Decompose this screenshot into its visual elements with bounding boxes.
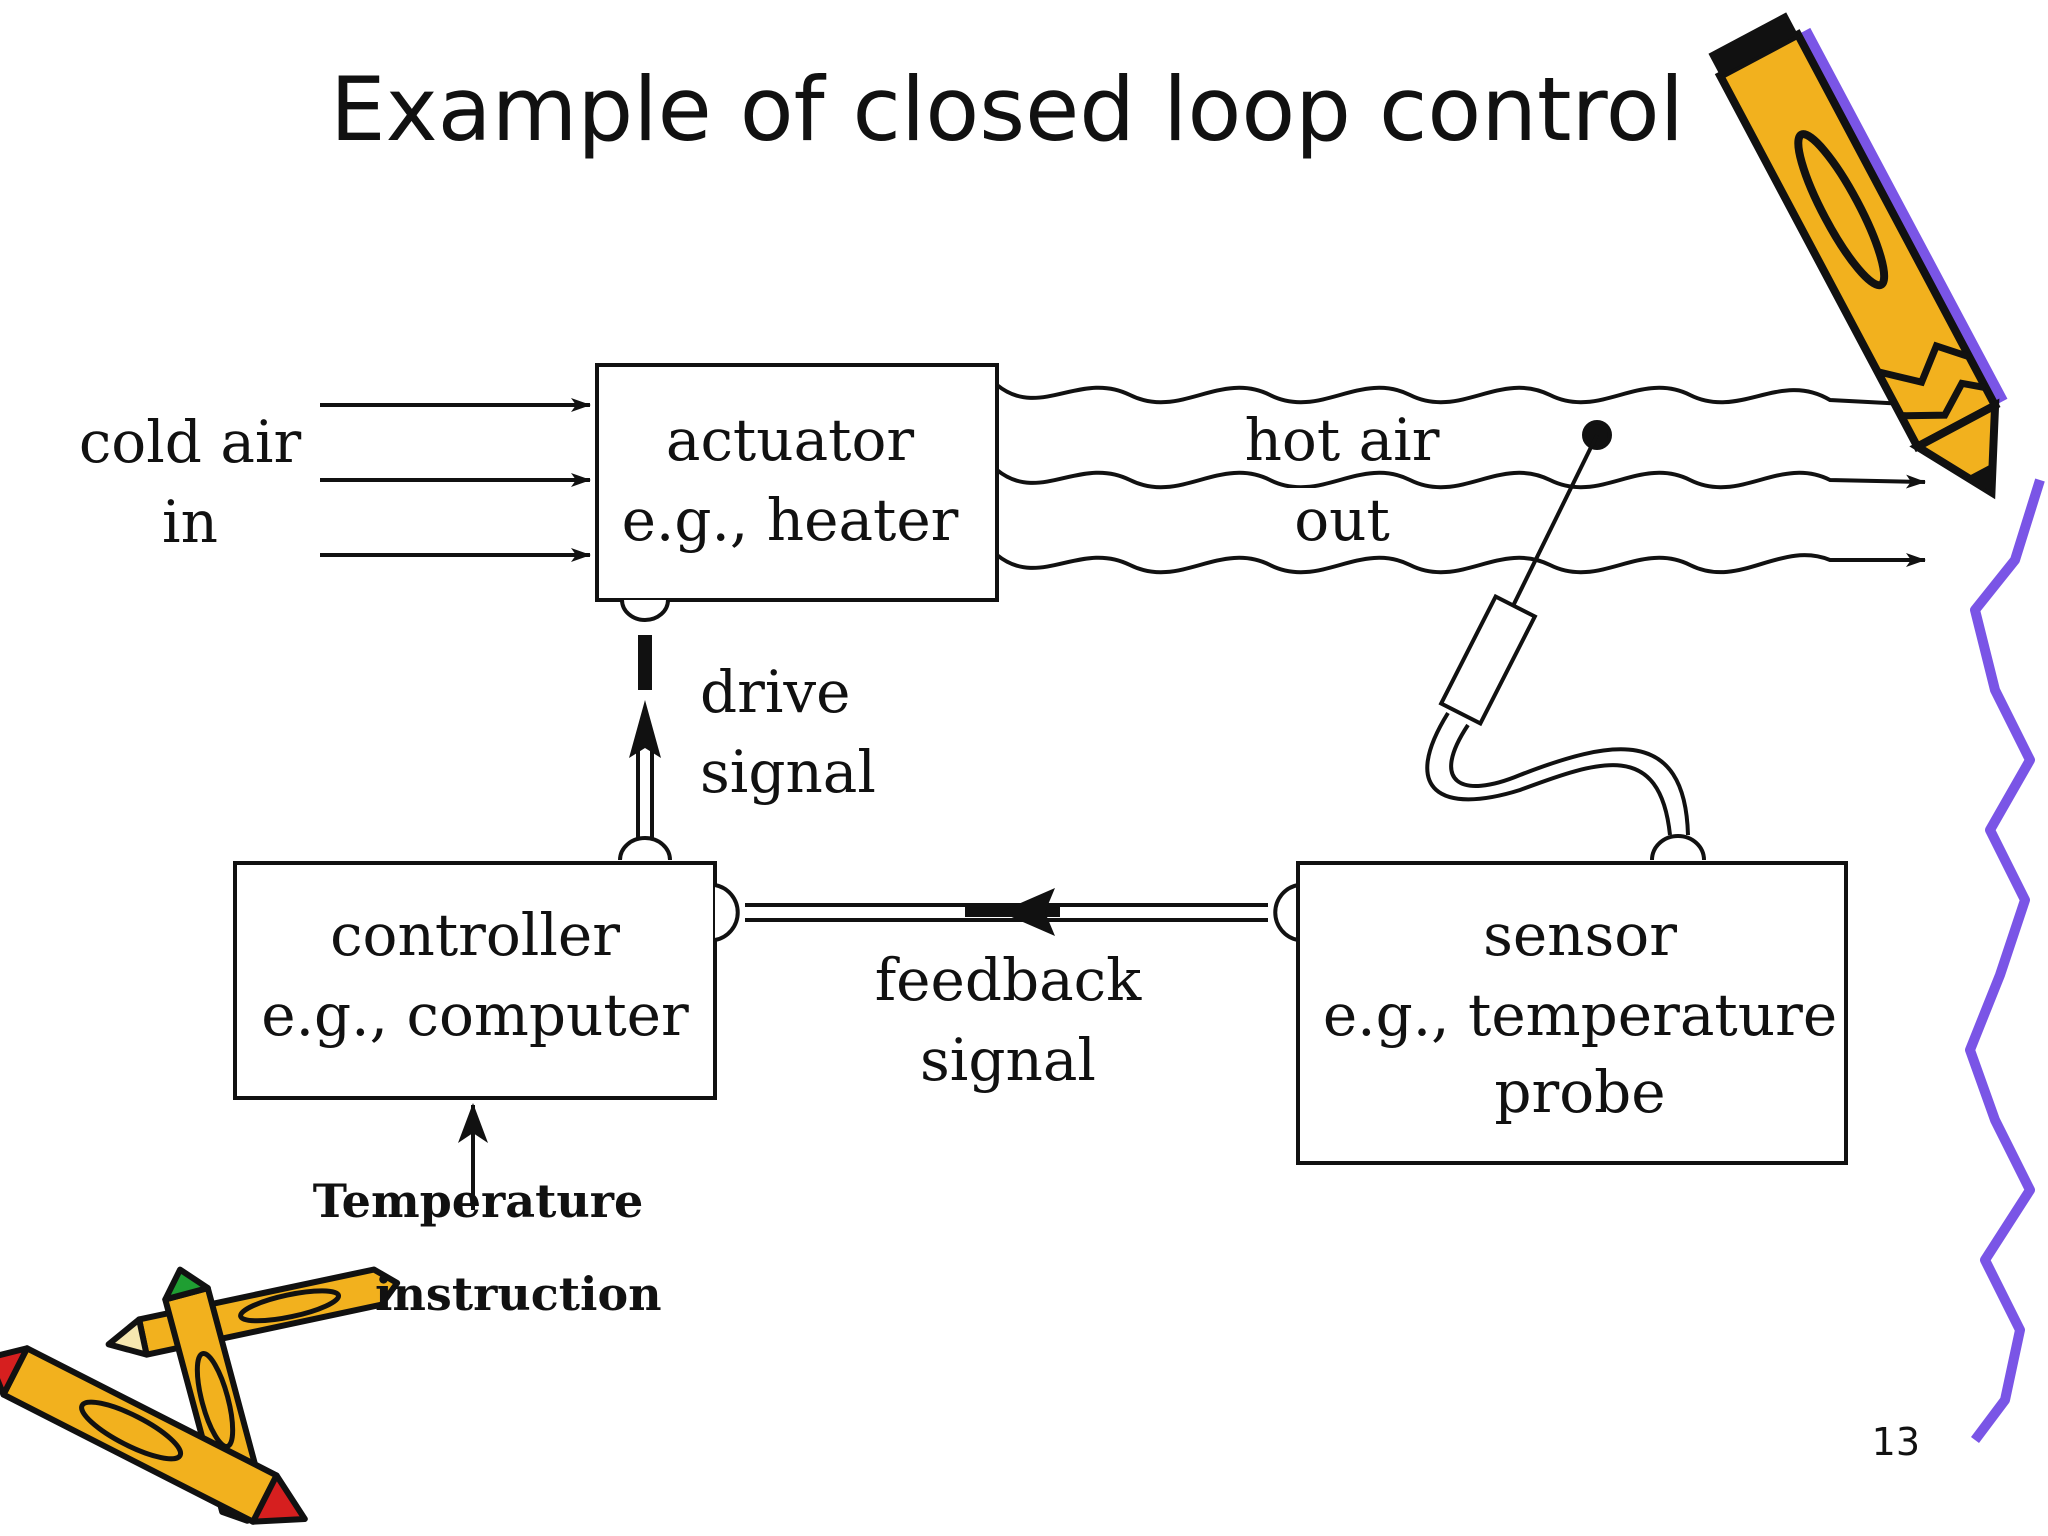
drive-signal-arrow (629, 635, 661, 838)
crayons-clipart (0, 1266, 401, 1525)
controller-box (233, 861, 717, 1100)
controller-top-connector (618, 836, 672, 861)
actuator-box (595, 363, 999, 602)
feedback-signal-label-line2: signal (920, 1026, 1096, 1094)
controller-example: e.g., computer (261, 981, 689, 1049)
hot-air-label-line2: out (1294, 486, 1390, 554)
squiggle-border (1965, 478, 2045, 1443)
sensor-example-line1: e.g., temperature (1323, 981, 1837, 1049)
actuator-connector (620, 599, 670, 622)
cold-air-arrows (320, 398, 591, 562)
sensor-side-connector (1273, 883, 1299, 942)
page-number: 13 (1872, 1420, 1920, 1464)
setpoint-label-line1: Temperature (313, 1174, 644, 1228)
cold-air-label-line1: cold air (79, 408, 302, 476)
slide-title: Example of closed loop control (330, 58, 1684, 161)
feedback-signal-label-line1: feedback (875, 946, 1142, 1014)
drive-signal-label-line1: drive (700, 658, 851, 726)
hot-air-waves (995, 383, 1926, 575)
controller-label: controller (330, 901, 620, 969)
hot-air-label-bg (1245, 408, 1445, 468)
actuator-example: e.g., heater (622, 486, 959, 554)
drive-signal-label-line2: signal (700, 738, 876, 806)
sensor-example-line2: probe (1494, 1058, 1665, 1126)
hot-air-label-line1: hot air (1245, 406, 1440, 474)
cold-air-label-line2: in (162, 488, 218, 556)
controller-side-connector (714, 883, 740, 942)
pencil-clipart (1708, 12, 2008, 500)
actuator-label: actuator (666, 406, 915, 474)
sensor-box (1296, 861, 1848, 1165)
feedback-signal-arrow (745, 888, 1268, 936)
sensor-label: sensor (1483, 901, 1677, 969)
out-label-bg (1285, 488, 1405, 548)
sensor-top-connector (1650, 834, 1706, 861)
temperature-probe (1425, 420, 1690, 836)
setpoint-label-line2: instruction (375, 1267, 662, 1321)
